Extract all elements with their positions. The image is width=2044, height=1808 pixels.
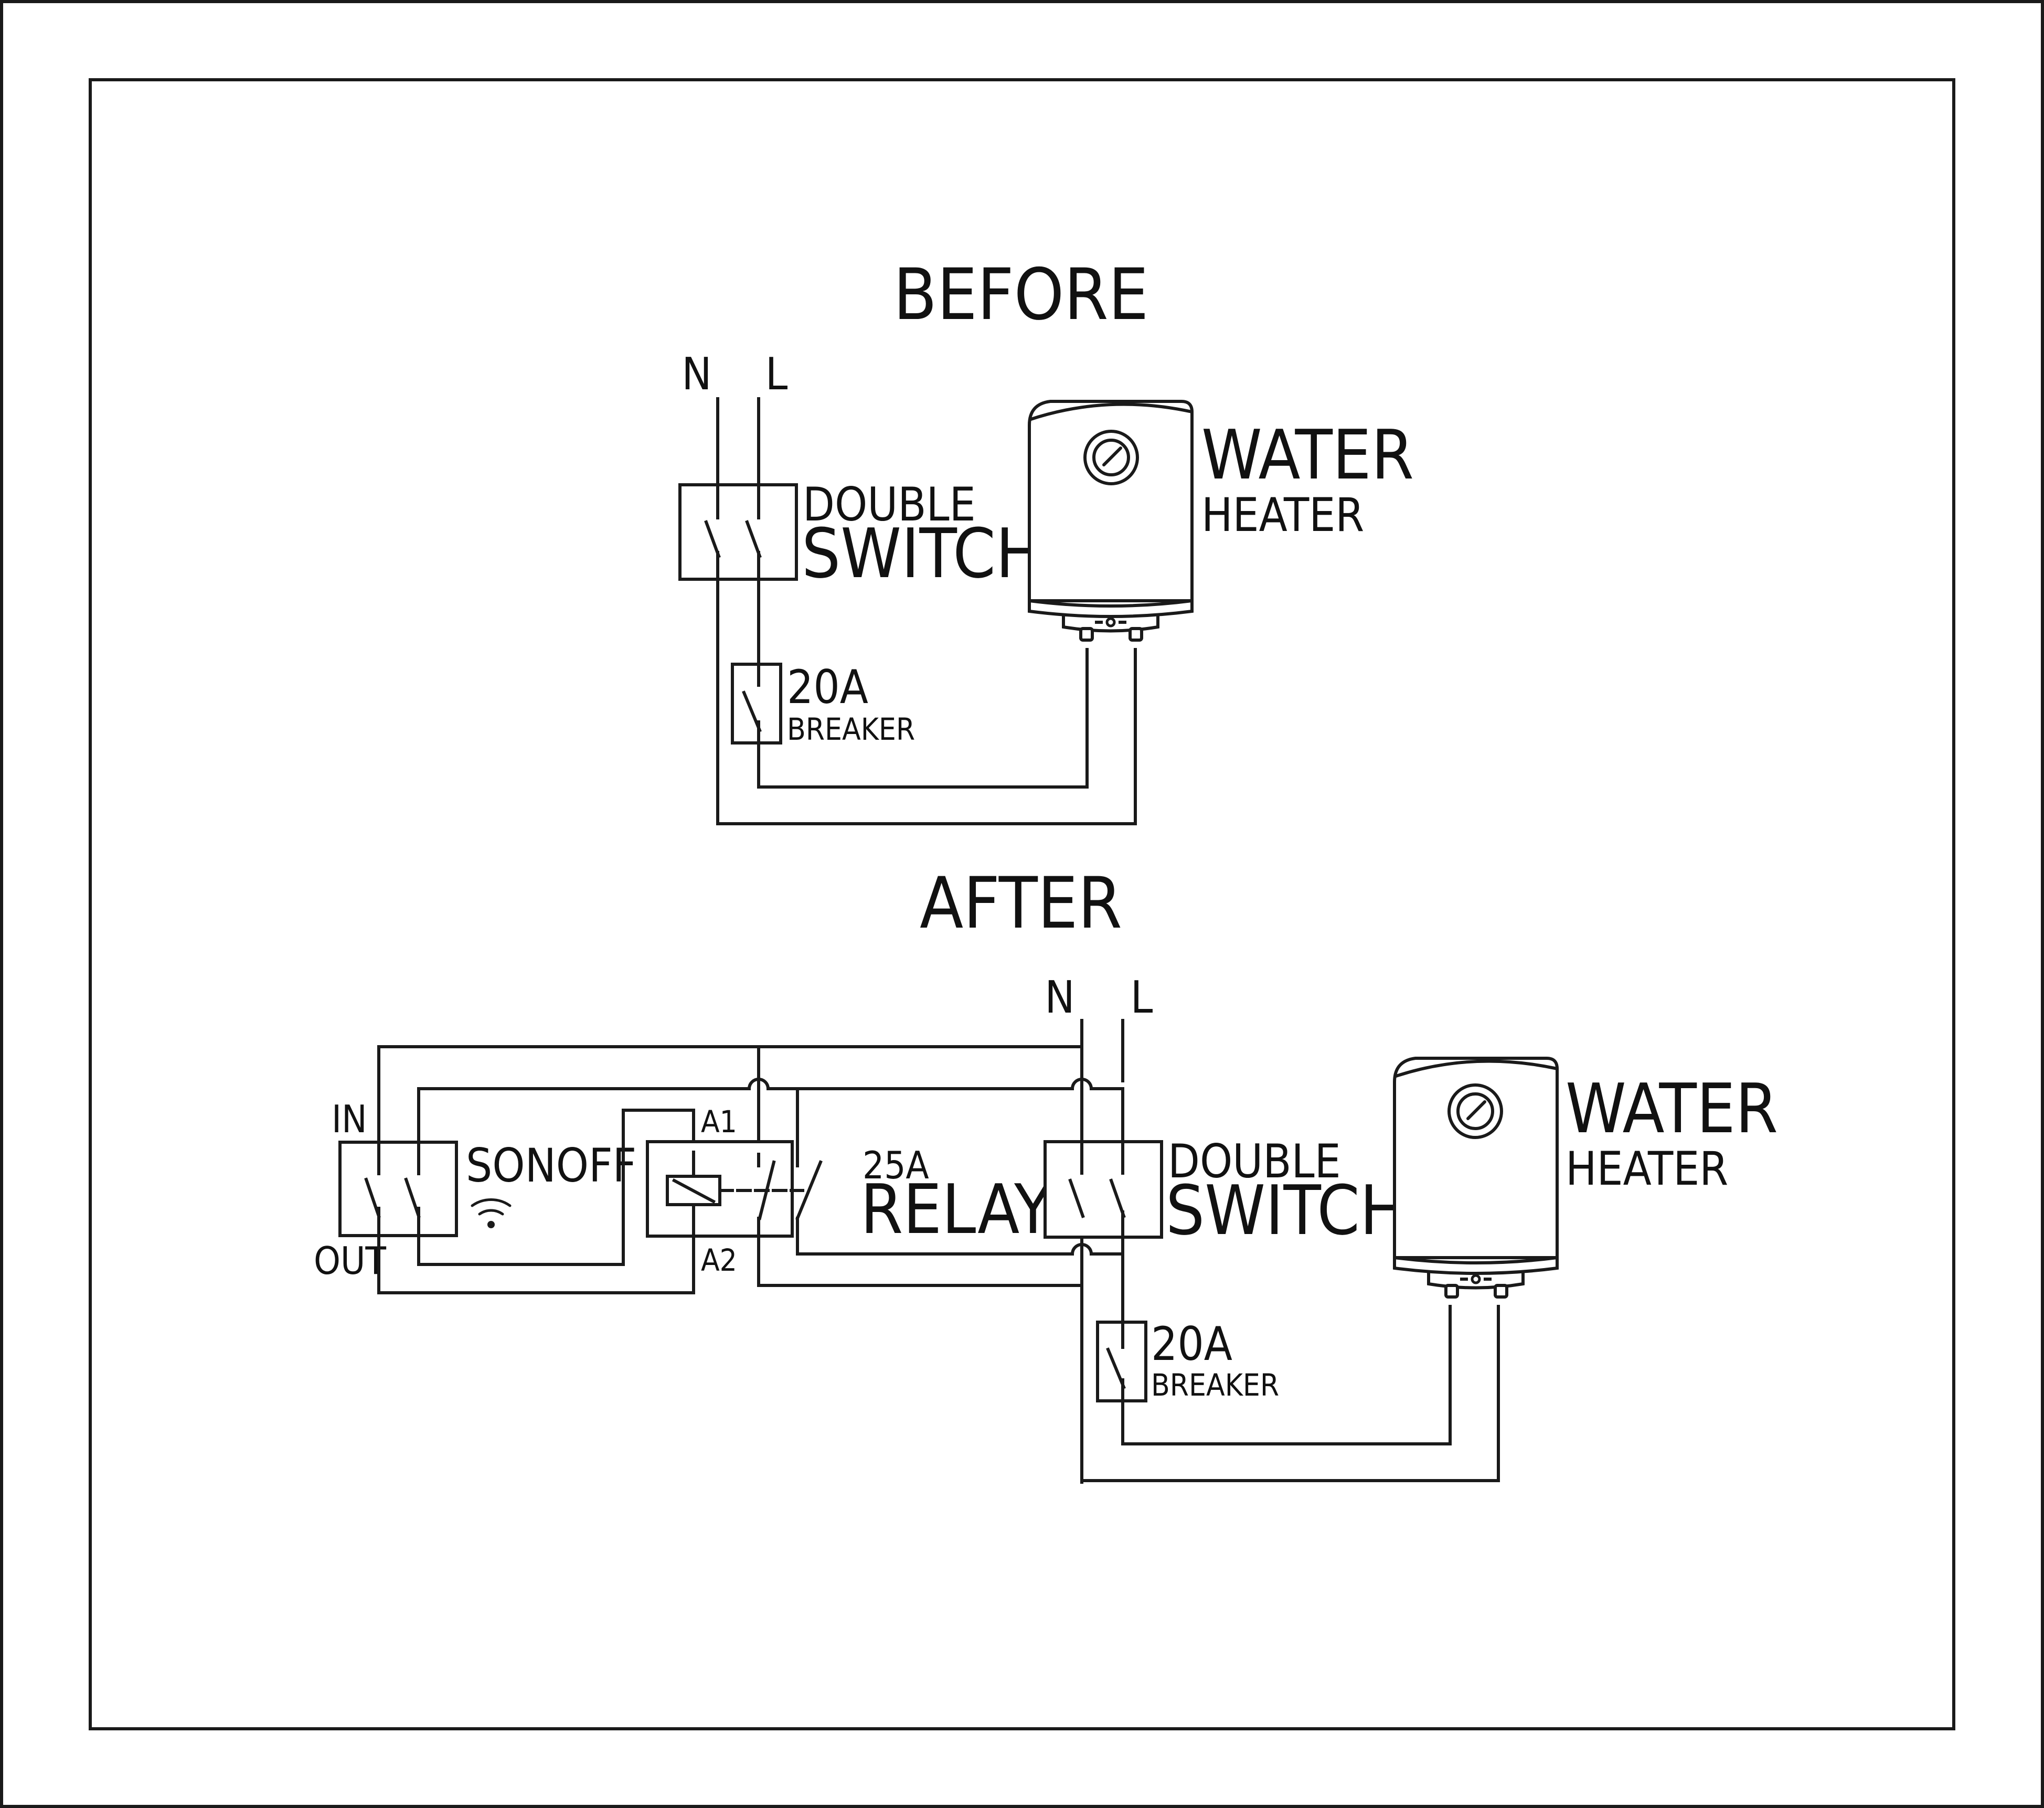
after-switch-label-2: SWITCH (1166, 1171, 1406, 1250)
after-live-label: L (1131, 972, 1153, 1024)
before-switch-label-1: DOUBLE (803, 477, 976, 531)
relay-a2-label: A2 (701, 1242, 737, 1278)
switch-contact-icon (758, 1160, 776, 1220)
relay-name-label: RELAY (860, 1169, 1052, 1249)
before-live-label: L (765, 348, 788, 400)
thermostat-dial-icon (1085, 431, 1137, 484)
thermostat-dial-icon (1449, 1085, 1502, 1137)
after-switch-label-1: DOUBLE (1168, 1134, 1341, 1188)
before-breaker (731, 652, 782, 755)
before-switch-label-2: SWITCH (802, 514, 1042, 593)
before-breaker-name: BREAKER (787, 711, 915, 747)
after-double-switch (1044, 1140, 1163, 1239)
before-neutral-label: N (682, 348, 711, 400)
before-water-heater (1029, 401, 1192, 640)
before-section: BEFORE N L DOUBLE SWITCH 20A BREAKER (678, 253, 1414, 825)
before-title: BEFORE (893, 253, 1149, 336)
wifi-icon (471, 1198, 512, 1228)
relay-rating-label: 25A (863, 1143, 929, 1187)
switch-contact-icon (1109, 1178, 1126, 1218)
switch-contact-icon (795, 1160, 823, 1220)
sonoff-module (338, 1132, 458, 1248)
switch-contact-icon (704, 520, 721, 558)
switch-contact-icon (1106, 1347, 1126, 1389)
after-breaker (1096, 1321, 1147, 1402)
relay-25a (646, 1140, 823, 1248)
before-heater-label-1: WATER (1201, 415, 1414, 495)
before-double-switch (678, 473, 798, 591)
relay-a1-label: A1 (701, 1104, 737, 1140)
switch-contact-icon (364, 1177, 381, 1218)
after-title: AFTER (920, 862, 1122, 944)
switch-contact-icon (404, 1177, 421, 1218)
sonoff-in-label: IN (332, 1097, 367, 1141)
after-water-heater (1394, 1058, 1557, 1297)
after-neutral-label: N (1045, 972, 1074, 1024)
inner-frame (89, 78, 1955, 1730)
before-heater-label-2: HEATER (1201, 488, 1364, 542)
sonoff-out-label: OUT (314, 1239, 386, 1283)
switch-contact-icon (742, 690, 762, 732)
after-breaker-name: BREAKER (1151, 1367, 1279, 1403)
after-section: AFTER N L IN OUT SONOFF (314, 862, 1778, 1484)
sonoff-label: SONOFF (466, 1139, 636, 1193)
switch-contact-icon (745, 520, 762, 558)
switch-contact-icon (1068, 1178, 1085, 1218)
after-heater-label-1: WATER (1566, 1069, 1778, 1148)
before-breaker-rating: 20A (787, 660, 868, 714)
after-heater-label-2: HEATER (1566, 1142, 1728, 1196)
after-breaker-rating: 20A (1151, 1317, 1232, 1371)
